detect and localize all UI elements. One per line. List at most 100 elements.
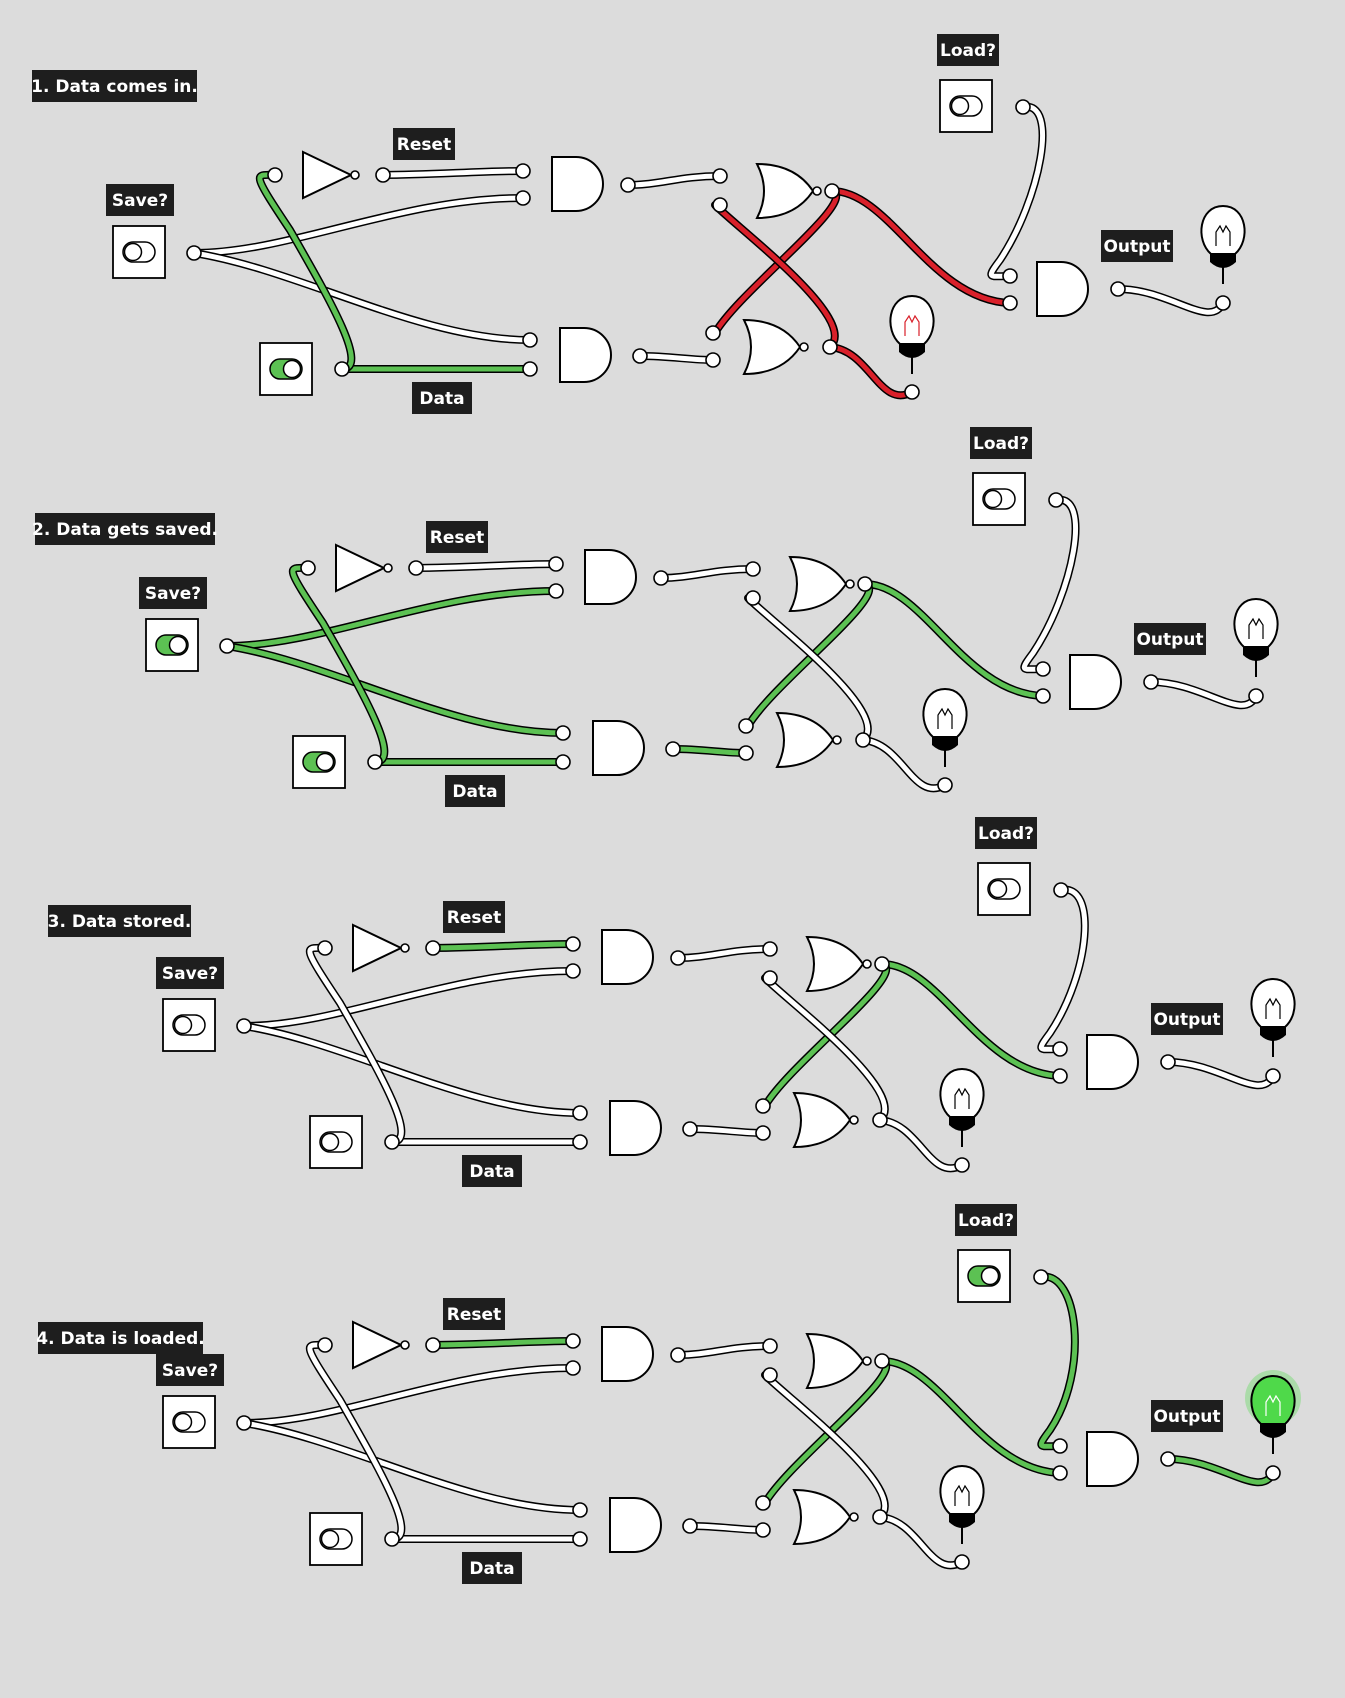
- connector-node: [872, 1112, 888, 1128]
- nor-gate-bottom: [792, 1091, 852, 1149]
- and-gate-output: [1036, 261, 1089, 317]
- connector-node: [1248, 688, 1264, 704]
- save-switch-knob[interactable]: [173, 1412, 193, 1432]
- output-bulb-base: [1210, 254, 1236, 268]
- data-switch-knob[interactable]: [282, 359, 302, 379]
- load-switch[interactable]: [977, 862, 1031, 916]
- data-switch[interactable]: [309, 1512, 363, 1566]
- or-top-to-output-wire: [862, 581, 1046, 699]
- connector-node: [1033, 1269, 1049, 1285]
- or-top-feedback-wire: [762, 961, 889, 1109]
- output-wire: [1115, 286, 1226, 315]
- load-switch-knob[interactable]: [983, 489, 1003, 509]
- load-label-bg: [937, 34, 999, 66]
- save-label: Save?: [106, 184, 174, 216]
- output-label-bg: [1151, 1003, 1223, 1035]
- output-wire: [1165, 1059, 1276, 1088]
- connector-node: [632, 348, 648, 364]
- save-switch[interactable]: [112, 225, 166, 279]
- nor-gate-top: [788, 555, 848, 613]
- connector-node: [745, 561, 761, 577]
- data-switch-knob[interactable]: [320, 1132, 340, 1152]
- data-label-bg: [412, 382, 472, 414]
- connector-node: [1052, 1438, 1068, 1454]
- load-label-text: Load?: [973, 434, 1029, 454]
- memory-bulb-filament: [954, 1087, 970, 1109]
- load-switch-knob[interactable]: [988, 879, 1008, 899]
- output-bulb-base: [1243, 647, 1269, 661]
- not-gate: [302, 150, 354, 200]
- output-bulb-glass: [1250, 1374, 1296, 1425]
- panel-title-bg: [32, 70, 197, 102]
- connector-node: [1160, 1451, 1176, 1467]
- save-switch-knob[interactable]: [123, 242, 143, 262]
- connector-node: [1052, 1041, 1068, 1057]
- data-switch[interactable]: [309, 1115, 363, 1169]
- save-switch[interactable]: [145, 618, 199, 672]
- output-bulb: [1250, 977, 1296, 1057]
- save-wire-top: [224, 588, 559, 649]
- output-label-bg: [1151, 1400, 1223, 1432]
- load-switch[interactable]: [972, 472, 1026, 526]
- data-switch[interactable]: [292, 735, 346, 789]
- not-gate: [352, 923, 404, 973]
- not-gate: [352, 1320, 404, 1370]
- save-switch[interactable]: [162, 998, 216, 1052]
- and-gate-top: [551, 156, 604, 212]
- output-bulb-filament: [1215, 224, 1231, 246]
- connector-node: [1052, 1465, 1068, 1481]
- panel-1: 1. Data comes in.Save?ResetDataOutputLoa…: [31, 34, 1246, 414]
- connector-node: [300, 560, 316, 576]
- connector-node: [653, 570, 669, 586]
- nor-gate-bottom-bubble: [832, 735, 842, 745]
- memory-bulb: [939, 1464, 985, 1544]
- connector-node: [515, 163, 531, 179]
- or-bottom-feedback-wire: [762, 975, 888, 1123]
- save-switch-knob[interactable]: [168, 635, 188, 655]
- memory-bulb-base: [949, 1117, 975, 1131]
- load-switch[interactable]: [957, 1249, 1011, 1303]
- memory-bulb-base: [949, 1514, 975, 1528]
- load-switch-knob[interactable]: [980, 1266, 1000, 1286]
- save-switch-box[interactable]: [145, 618, 199, 672]
- save-wire-top: [241, 1365, 576, 1426]
- connector-node: [572, 1502, 588, 1518]
- output-bulb-glass: [1250, 977, 1296, 1028]
- save-switch-knob[interactable]: [173, 1015, 193, 1035]
- connector-node: [1110, 281, 1126, 297]
- data-label-bg: [462, 1552, 522, 1584]
- output-bulb-base: [1260, 1027, 1286, 1041]
- nor-gate-top: [755, 162, 815, 220]
- nor-gate-bottom: [742, 318, 802, 376]
- not-gate-bubble: [400, 1340, 410, 1350]
- connector-node: [522, 361, 538, 377]
- data-switch-knob[interactable]: [315, 752, 335, 772]
- panel-4: 4. Data is loaded.Save?ResetDataOutputLo…: [36, 1204, 1301, 1584]
- load-wire: [1021, 497, 1078, 672]
- reset-wire: [380, 168, 526, 178]
- load-switch-knob[interactable]: [950, 96, 970, 116]
- output-bulb-base: [1260, 1424, 1286, 1438]
- data-switch[interactable]: [259, 342, 313, 396]
- save-switch[interactable]: [162, 1395, 216, 1449]
- connector-node: [572, 1531, 588, 1547]
- connector-node: [267, 167, 283, 183]
- data-switch-knob[interactable]: [320, 1529, 340, 1549]
- panel-title: 3. Data stored.: [48, 905, 191, 937]
- reset-label-bg: [443, 1298, 505, 1330]
- output-bulb-filament: [1265, 997, 1281, 1019]
- memory-bulb-filament: [954, 1484, 970, 1506]
- load-switch-box[interactable]: [939, 79, 993, 133]
- load-switch-box[interactable]: [977, 862, 1031, 916]
- load-label: Load?: [975, 817, 1037, 849]
- output-wire: [1148, 679, 1259, 708]
- connector-node: [334, 361, 350, 377]
- connector-node: [565, 1360, 581, 1376]
- panel-title-bg: [35, 513, 215, 545]
- output-label-text: Output: [1136, 630, 1203, 650]
- load-switch[interactable]: [939, 79, 993, 133]
- nor-gate-bottom: [792, 1488, 852, 1546]
- nor-gate-bottom-bubble: [799, 342, 809, 352]
- memory-bulb: [939, 1067, 985, 1147]
- connector-node: [565, 1333, 581, 1349]
